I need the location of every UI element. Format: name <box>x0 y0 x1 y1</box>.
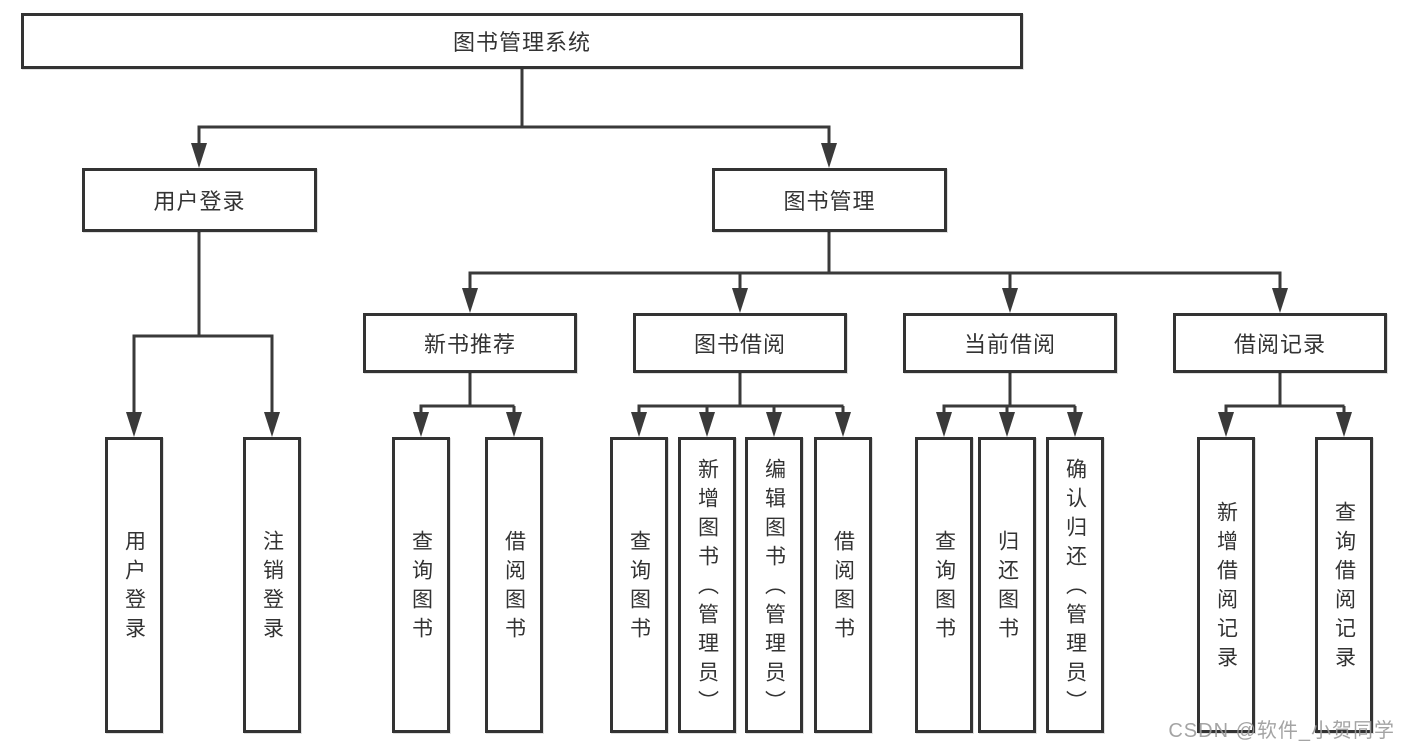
leaf-add-books-admin: 新增图书（管理员） <box>678 437 736 733</box>
leaf-borrow-query-books: 查询图书 <box>610 437 668 733</box>
leaf-add-borrow-record: 新增借阅记录 <box>1197 437 1255 733</box>
node-borrow-records: 借阅记录 <box>1173 313 1387 373</box>
leaf-confirm-return-admin: 确认归还（管理员） <box>1046 437 1104 733</box>
leaf-recommend-query-books: 查询图书 <box>392 437 450 733</box>
leaf-return-books: 归还图书 <box>978 437 1036 733</box>
csdn-watermark: CSDN @软件_小贺同学 <box>1168 720 1395 742</box>
leaf-current-query-books: 查询图书 <box>915 437 973 733</box>
leaf-recommend-borrow-books: 借阅图书 <box>485 437 543 733</box>
leaf-edit-books-admin: 编辑图书（管理员） <box>745 437 803 733</box>
leaf-query-borrow-record: 查询借阅记录 <box>1315 437 1373 733</box>
leaf-borrow-books: 借阅图书 <box>814 437 872 733</box>
node-book-management: 图书管理 <box>712 168 947 232</box>
node-user-login: 用户登录 <box>82 168 317 232</box>
leaf-user-login: 用户登录 <box>105 437 163 733</box>
node-root-system: 图书管理系统 <box>21 13 1023 69</box>
node-new-book-recommend: 新书推荐 <box>363 313 577 373</box>
node-book-borrow: 图书借阅 <box>633 313 847 373</box>
leaf-logout: 注销登录 <box>243 437 301 733</box>
node-current-borrow: 当前借阅 <box>903 313 1117 373</box>
